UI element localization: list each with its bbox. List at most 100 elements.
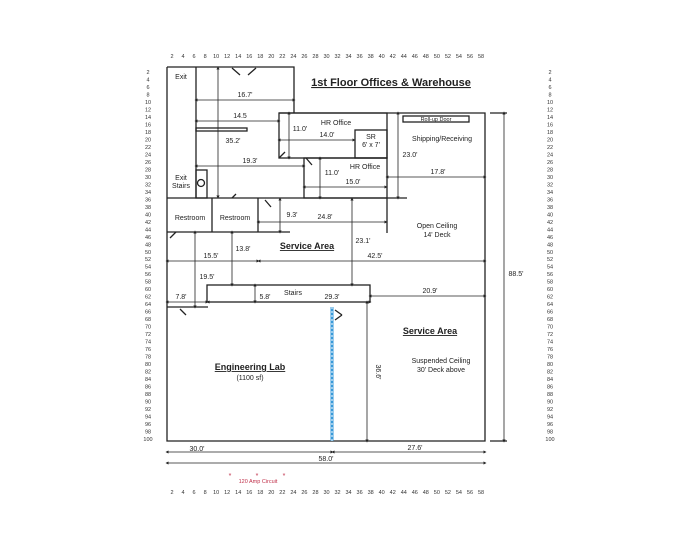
- ruler-right-tick: 12: [547, 107, 553, 113]
- ruler-left-tick: 76: [145, 347, 151, 353]
- ruler-top-tick: 20: [268, 54, 274, 60]
- ruler-left-tick: 30: [145, 175, 151, 181]
- dim-88-5: 88.5': [509, 271, 524, 278]
- dim-15-5: 15.5': [204, 253, 219, 260]
- dim-13-8: 13.8': [236, 246, 251, 253]
- dim-30-0: 30.0': [190, 446, 205, 453]
- dim-36-6: 36.6': [374, 365, 381, 380]
- ruler-right-tick: 80: [547, 362, 553, 368]
- ruler-left-tick: 94: [145, 415, 151, 421]
- ruler-top-tick: 44: [401, 54, 407, 60]
- engineering-lab-area: (1100 sf): [236, 375, 263, 382]
- ruler-left-tick: 96: [145, 422, 151, 428]
- ruler-right-tick: 78: [547, 355, 553, 361]
- plan-title: 1st Floor Offices & Warehouse: [311, 77, 471, 89]
- ruler-right-tick: 56: [547, 272, 553, 278]
- dim-20-9: 20.9': [423, 288, 438, 295]
- ruler-left-tick: 28: [145, 167, 151, 173]
- ruler-top-tick: 32: [334, 54, 340, 60]
- ruler-right-tick: 84: [547, 377, 553, 383]
- ruler-left-tick: 86: [145, 385, 151, 391]
- ruler-bottom-tick: 42: [390, 490, 396, 496]
- ruler-right-tick: 24: [547, 152, 553, 158]
- ruler-right-tick: 4: [548, 77, 551, 83]
- ruler-bottom-tick: 40: [379, 490, 385, 496]
- dim-11-0a: 11.0': [293, 126, 307, 133]
- hr-office-1-label: HR Office: [321, 120, 351, 127]
- dim-24-8: 24.8': [318, 214, 333, 221]
- circuit-note: 120 Amp Circuit: [239, 479, 278, 485]
- ruler-right-tick: 22: [547, 145, 553, 151]
- ruler-right-tick: 96: [547, 422, 553, 428]
- ruler-left-tick: 58: [145, 280, 151, 286]
- ruler-left-tick: 56: [145, 272, 151, 278]
- ruler-left-tick: 84: [145, 377, 151, 383]
- ruler-left-tick: 68: [145, 317, 151, 323]
- dim-19-3: 19.3': [243, 158, 258, 165]
- ruler-left-tick: 74: [145, 340, 151, 346]
- room-labels: Exit Exit Stairs HR Office HR Office SR …: [172, 74, 472, 382]
- ruler-right-tick: 60: [547, 287, 553, 293]
- ruler-left-tick: 72: [145, 332, 151, 338]
- ruler-right-tick: 42: [547, 220, 553, 226]
- ruler-right-tick: 54: [547, 265, 553, 271]
- ruler-right-tick: 62: [547, 295, 553, 301]
- service-area-label: Service Area: [280, 241, 335, 251]
- ruler-top-tick: 42: [390, 54, 396, 60]
- exit-stairs-label: Exit: [175, 175, 187, 182]
- dim-42-5: 42.5': [368, 253, 383, 260]
- ruler-top-tick: 8: [204, 54, 207, 60]
- ruler-top-tick: 26: [301, 54, 307, 60]
- ruler-bottom-tick: 48: [423, 490, 429, 496]
- ruler-top-tick: 30: [323, 54, 329, 60]
- exit-label: Exit: [175, 74, 187, 81]
- dim-14-5: 14.5: [233, 113, 247, 120]
- rulers: 2244668810101212141416161818202022222424…: [143, 54, 554, 496]
- ruler-top-tick: 2: [170, 54, 173, 60]
- ruler-top-tick: 52: [445, 54, 451, 60]
- walls: [166, 66, 507, 442]
- dimension-lines: [165, 66, 506, 465]
- ruler-top-tick: 54: [456, 54, 462, 60]
- ruler-left-tick: 52: [145, 257, 151, 263]
- ruler-left-tick: 26: [145, 160, 151, 166]
- ruler-right-tick: 10: [547, 100, 553, 106]
- exit-stairs-label-2: Stairs: [172, 183, 190, 190]
- ruler-bottom-tick: 34: [346, 490, 352, 496]
- ruler-bottom-tick: 10: [213, 490, 219, 496]
- ruler-right-tick: 94: [547, 415, 553, 421]
- ruler-left-tick: 70: [145, 325, 151, 331]
- ruler-bottom-tick: 26: [301, 490, 307, 496]
- ruler-left-tick: 40: [145, 212, 151, 218]
- ruler-right-tick: 58: [547, 280, 553, 286]
- ruler-right-tick: 32: [547, 182, 553, 188]
- ruler-right-tick: 92: [547, 407, 553, 413]
- ruler-right-tick: 70: [547, 325, 553, 331]
- ruler-left-tick: 34: [145, 190, 151, 196]
- ruler-left-tick: 22: [145, 145, 151, 151]
- ruler-top-tick: 28: [312, 54, 318, 60]
- ruler-right-tick: 50: [547, 250, 553, 256]
- suspended-ceiling-label: Suspended Ceiling: [412, 358, 471, 365]
- ruler-bottom-tick: 46: [412, 490, 418, 496]
- ruler-left-tick: 98: [145, 430, 151, 436]
- ruler-left-tick: 66: [145, 310, 151, 316]
- ruler-left-tick: 14: [145, 115, 151, 121]
- dimension-labels: 16.7' 14.5 35.2' 19.3' 11.0' 14.0' 11.0'…: [175, 92, 523, 463]
- engineering-lab-label: Engineering Lab: [215, 362, 286, 372]
- ruler-right-tick: 52: [547, 257, 553, 263]
- ruler-left-tick: 2: [146, 70, 149, 76]
- ruler-left-tick: 18: [145, 130, 151, 136]
- ruler-bottom-tick: 12: [224, 490, 230, 496]
- ruler-right-tick: 48: [547, 242, 553, 248]
- ruler-right-tick: 6: [548, 85, 551, 91]
- ruler-bottom-tick: 32: [334, 490, 340, 496]
- ruler-bottom-tick: 8: [204, 490, 207, 496]
- ruler-top-tick: 48: [423, 54, 429, 60]
- ruler-right-tick: 68: [547, 317, 553, 323]
- dim-7-8: 7.8': [175, 294, 186, 301]
- ruler-bottom-tick: 52: [445, 490, 451, 496]
- roll-up-door: [402, 115, 470, 123]
- hr-office-2-label: HR Office: [350, 164, 380, 171]
